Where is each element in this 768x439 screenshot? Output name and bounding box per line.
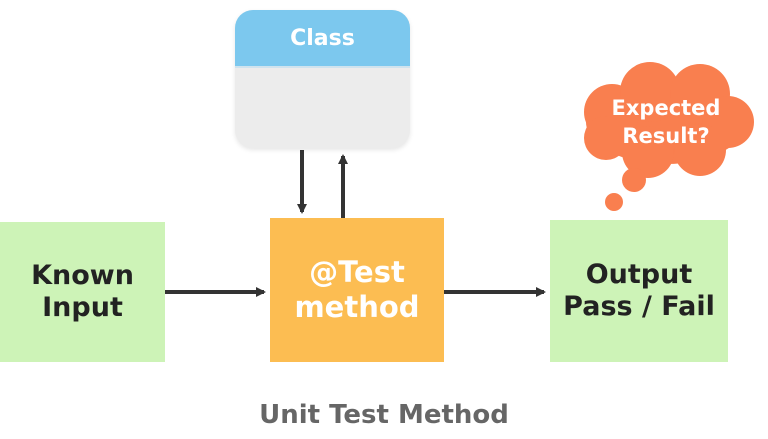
test-method-line2: method bbox=[294, 290, 420, 324]
output-line2: Pass / Fail bbox=[563, 291, 715, 322]
thought-cloud-text: Expected Result? bbox=[590, 94, 742, 151]
thought-bubble-small bbox=[605, 193, 623, 211]
known-input-line1: Known bbox=[31, 259, 134, 291]
thought-cloud-icon bbox=[584, 62, 754, 211]
thought-cloud-line1: Expected bbox=[611, 96, 721, 120]
diagram-caption: Unit Test Method bbox=[259, 400, 509, 430]
thought-cloud-line2: Result? bbox=[622, 124, 710, 149]
known-input-box: Known Input bbox=[0, 222, 165, 362]
output-box: Output Pass / Fail bbox=[550, 220, 728, 362]
output-line1: Output bbox=[585, 258, 693, 290]
test-method-line1: @Test bbox=[309, 255, 405, 290]
thought-bubble-large bbox=[622, 168, 646, 192]
class-box-title: Class bbox=[235, 10, 410, 68]
test-method-box: @Test method bbox=[270, 218, 444, 362]
class-box: Class bbox=[235, 10, 410, 148]
known-input-line2: Input bbox=[42, 292, 123, 323]
